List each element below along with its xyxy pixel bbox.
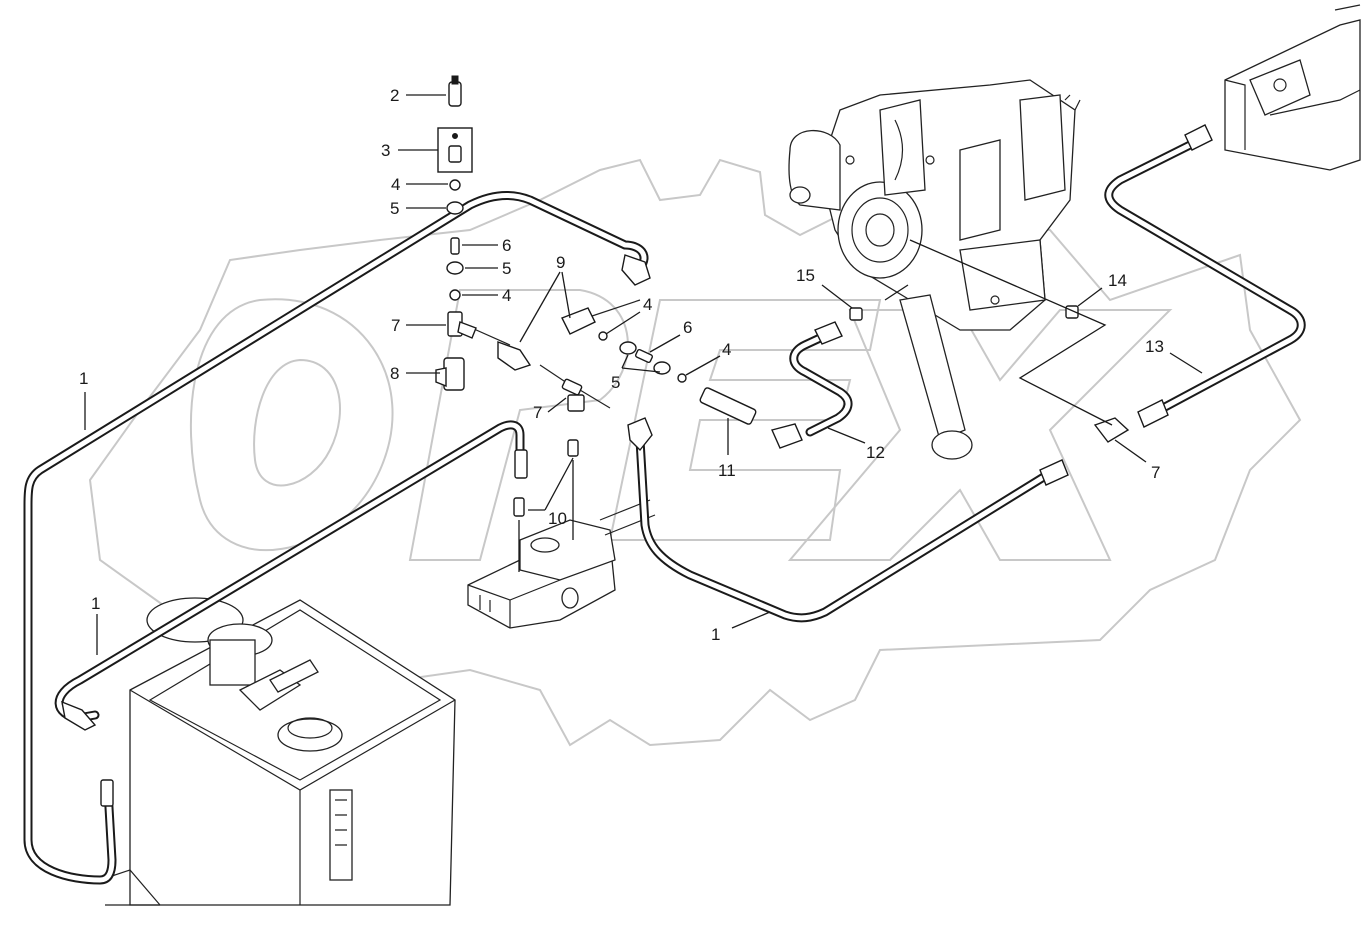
callout-3: 3: [381, 141, 390, 160]
callout-7: 7: [1151, 463, 1160, 482]
fitting-15: [849, 307, 863, 321]
control-valve-block: [467, 499, 656, 629]
adapter-6a: [450, 237, 460, 255]
tee-fitting-7a: [447, 311, 477, 339]
nut-5b: [446, 261, 464, 275]
hydraulic-pump-assembly: [788, 79, 1081, 460]
pipe-line-1-right: [635, 435, 1060, 623]
nut-5d: [653, 361, 671, 375]
seal-ring-4d: [677, 373, 687, 383]
pipe-line-13: [1104, 140, 1306, 420]
callout-7: 7: [391, 316, 400, 335]
seal-ring-4c: [598, 331, 608, 341]
callout-11: 11: [718, 461, 736, 480]
nut-5a: [446, 201, 464, 215]
callout-4: 4: [391, 175, 400, 194]
callout-10: 10: [548, 509, 567, 528]
seal-ring-4a: [449, 179, 461, 191]
callout-6: 6: [683, 318, 692, 337]
callout-1: 1: [79, 369, 88, 388]
top-right-manifold: [1224, 4, 1361, 171]
tee-fitting-7c: [1093, 417, 1130, 443]
pipe-center-link: [464, 299, 641, 409]
callout-5: 5: [611, 373, 620, 392]
tee-fitting-9: [497, 307, 596, 371]
callout-2: 2: [390, 86, 399, 105]
callout-7: 7: [533, 403, 542, 422]
callout-12: 12: [866, 443, 885, 462]
callout-5: 5: [390, 199, 399, 218]
adapter-10b: [513, 497, 525, 517]
pressure-switch-2: [448, 75, 462, 107]
adapter-6b: [635, 348, 653, 364]
pipe-line-12: [789, 333, 853, 437]
callout-4: 4: [722, 340, 731, 359]
callout-1: 1: [711, 625, 720, 644]
hydraulic-tank: [99, 597, 456, 906]
callout-8: 8: [390, 364, 399, 383]
callout-4: 4: [502, 286, 511, 305]
nut-5c: [619, 341, 637, 355]
callout-6: 6: [502, 236, 511, 255]
hose-fittings: [61, 124, 1213, 807]
callout-4: 4: [643, 295, 652, 314]
seal-ring-4b: [449, 289, 461, 301]
callout-13: 13: [1145, 337, 1164, 356]
leader-lines: [84, 94, 1203, 655]
switch-kit-3: [437, 127, 473, 173]
pipe-line-1-upper: [23, 191, 649, 885]
callout-15: 15: [796, 266, 815, 285]
callout-1: 1: [91, 594, 100, 613]
filter-11: [699, 387, 757, 425]
check-valve-8: [435, 357, 465, 391]
adapter-10a: [567, 439, 579, 457]
callout-5: 5: [502, 259, 511, 278]
callouts: 2 3 4 5 6 5 4 7 8 9 4 6 4 5 7 10 11 12 1…: [79, 86, 1164, 644]
callout-9: 9: [556, 253, 565, 272]
callout-14: 14: [1108, 271, 1127, 290]
tee-fitting-7b: [561, 378, 585, 412]
